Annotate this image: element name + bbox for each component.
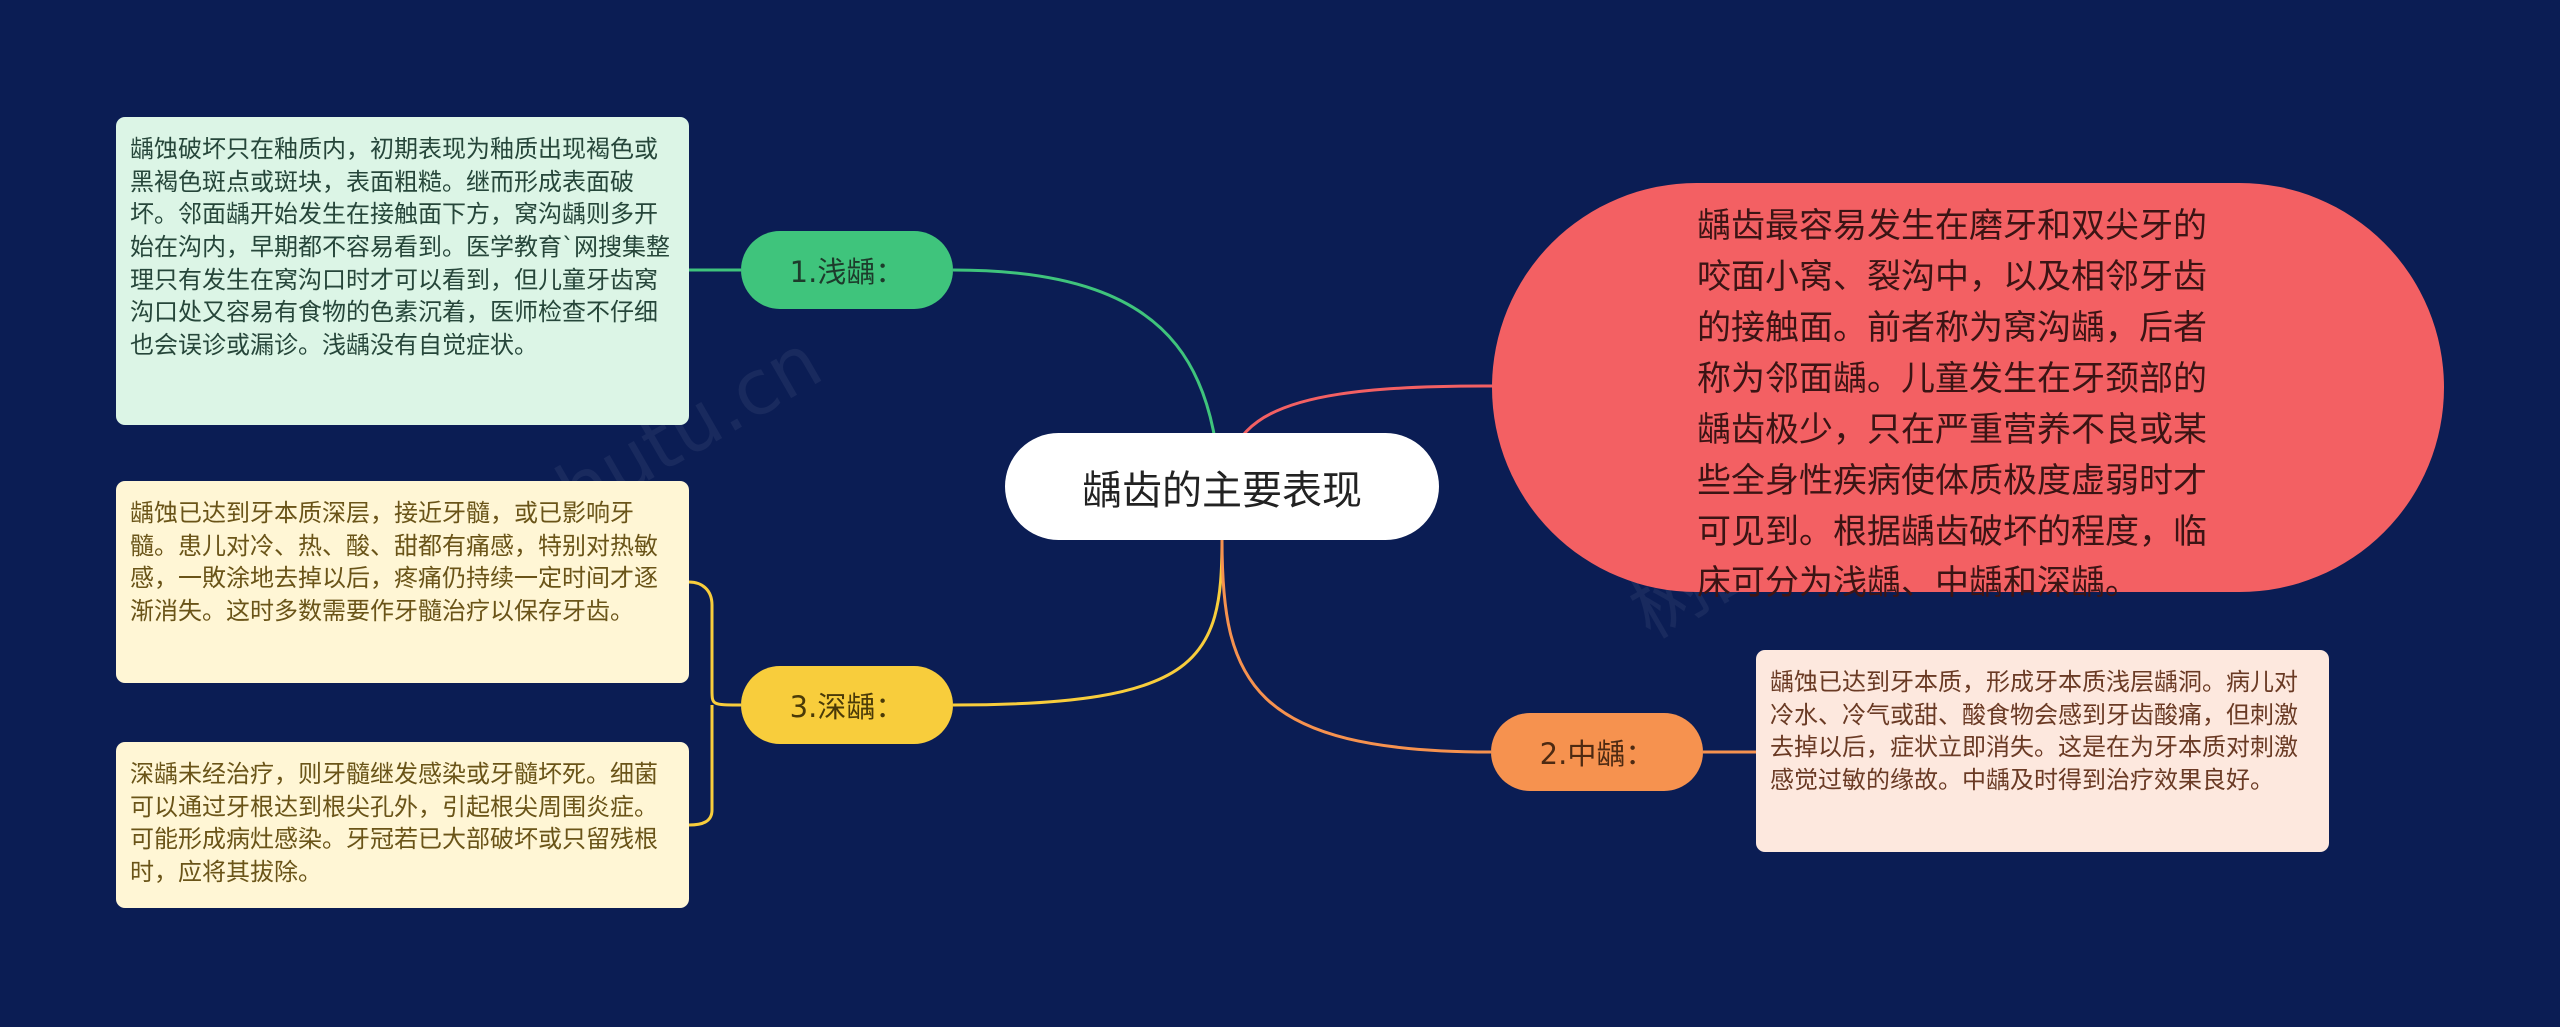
- link-center-to-deep: [952, 539, 1224, 707]
- note-deep-caries-2[interactable]: 深龋未经治疗，则牙髓继发感染或牙髓坏死。细菌可以通过牙根达到根尖孔外，引起根尖周…: [116, 742, 689, 908]
- link-deep-to-notes: [688, 580, 742, 827]
- branch-medium-caries[interactable]: 2.中龋：: [1491, 713, 1703, 791]
- summary-node[interactable]: 龋齿最容易发生在磨牙和双尖牙的咬面小窝、裂沟中，以及相邻牙齿的接触面。前者称为窝…: [1492, 183, 2444, 603]
- note-shallow-caries[interactable]: 龋蚀破坏只在釉质内，初期表现为釉质出现褐色或黑褐色斑点或斑块，表面粗糙。继而形成…: [116, 117, 689, 425]
- branch-deep-caries[interactable]: 3.深龋：: [741, 666, 953, 744]
- note-medium-caries[interactable]: 龋蚀已达到牙本质，形成牙本质浅层龋洞。病儿对冷水、冷气或甜、酸食物会感到牙齿酸痛…: [1756, 650, 2329, 852]
- branch-shallow-caries[interactable]: 1.浅龋：: [741, 231, 953, 309]
- link-center-to-medium: [1220, 539, 1492, 754]
- note-deep-caries-1[interactable]: 龋蚀已达到牙本质深层，接近牙髓，或已影响牙髓。患儿对冷、热、酸、甜都有痛感，特别…: [116, 481, 689, 683]
- center-topic[interactable]: 龋齿的主要表现: [1005, 433, 1439, 540]
